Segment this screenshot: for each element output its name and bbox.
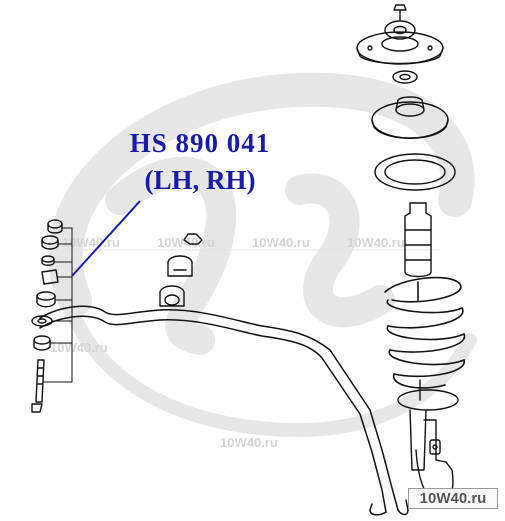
watermark-text: 10W40.ru [220, 435, 278, 450]
link-washer-2 [41, 255, 55, 266]
dust-boot [404, 202, 432, 278]
brand-badge: 10W40.ru [408, 488, 498, 509]
stabilizer-bushing [159, 285, 185, 307]
watermark-text: 10W40.ru [347, 235, 405, 250]
strut-top-nut [393, 4, 407, 21]
spring-insulator [374, 153, 456, 191]
link-bushing-1 [41, 235, 59, 250]
watermark-text: 10W40.ru [50, 340, 108, 355]
strut-mount-top [384, 20, 416, 40]
part-side-label: (LH, RH) [144, 165, 256, 195]
link-sleeve [41, 269, 59, 285]
part-number-label: HS 890 041 [129, 128, 271, 158]
coil-spring [384, 276, 465, 389]
link-washer-top [47, 219, 63, 234]
watermark-text: 10W40.ru [252, 235, 310, 250]
link-bushing-4 [33, 335, 51, 351]
strut-mount-plate [356, 31, 444, 65]
link-bolt [31, 359, 45, 413]
link-bushing-2 [36, 291, 56, 308]
stabilizer-bar [39, 305, 409, 516]
strut-body [397, 379, 459, 506]
callout-leader-line [71, 200, 141, 277]
stabilizer-bracket-upper [167, 233, 203, 277]
upper-spring-seat [371, 96, 449, 139]
link-bracket [43, 227, 73, 383]
mount-washer [392, 70, 418, 84]
